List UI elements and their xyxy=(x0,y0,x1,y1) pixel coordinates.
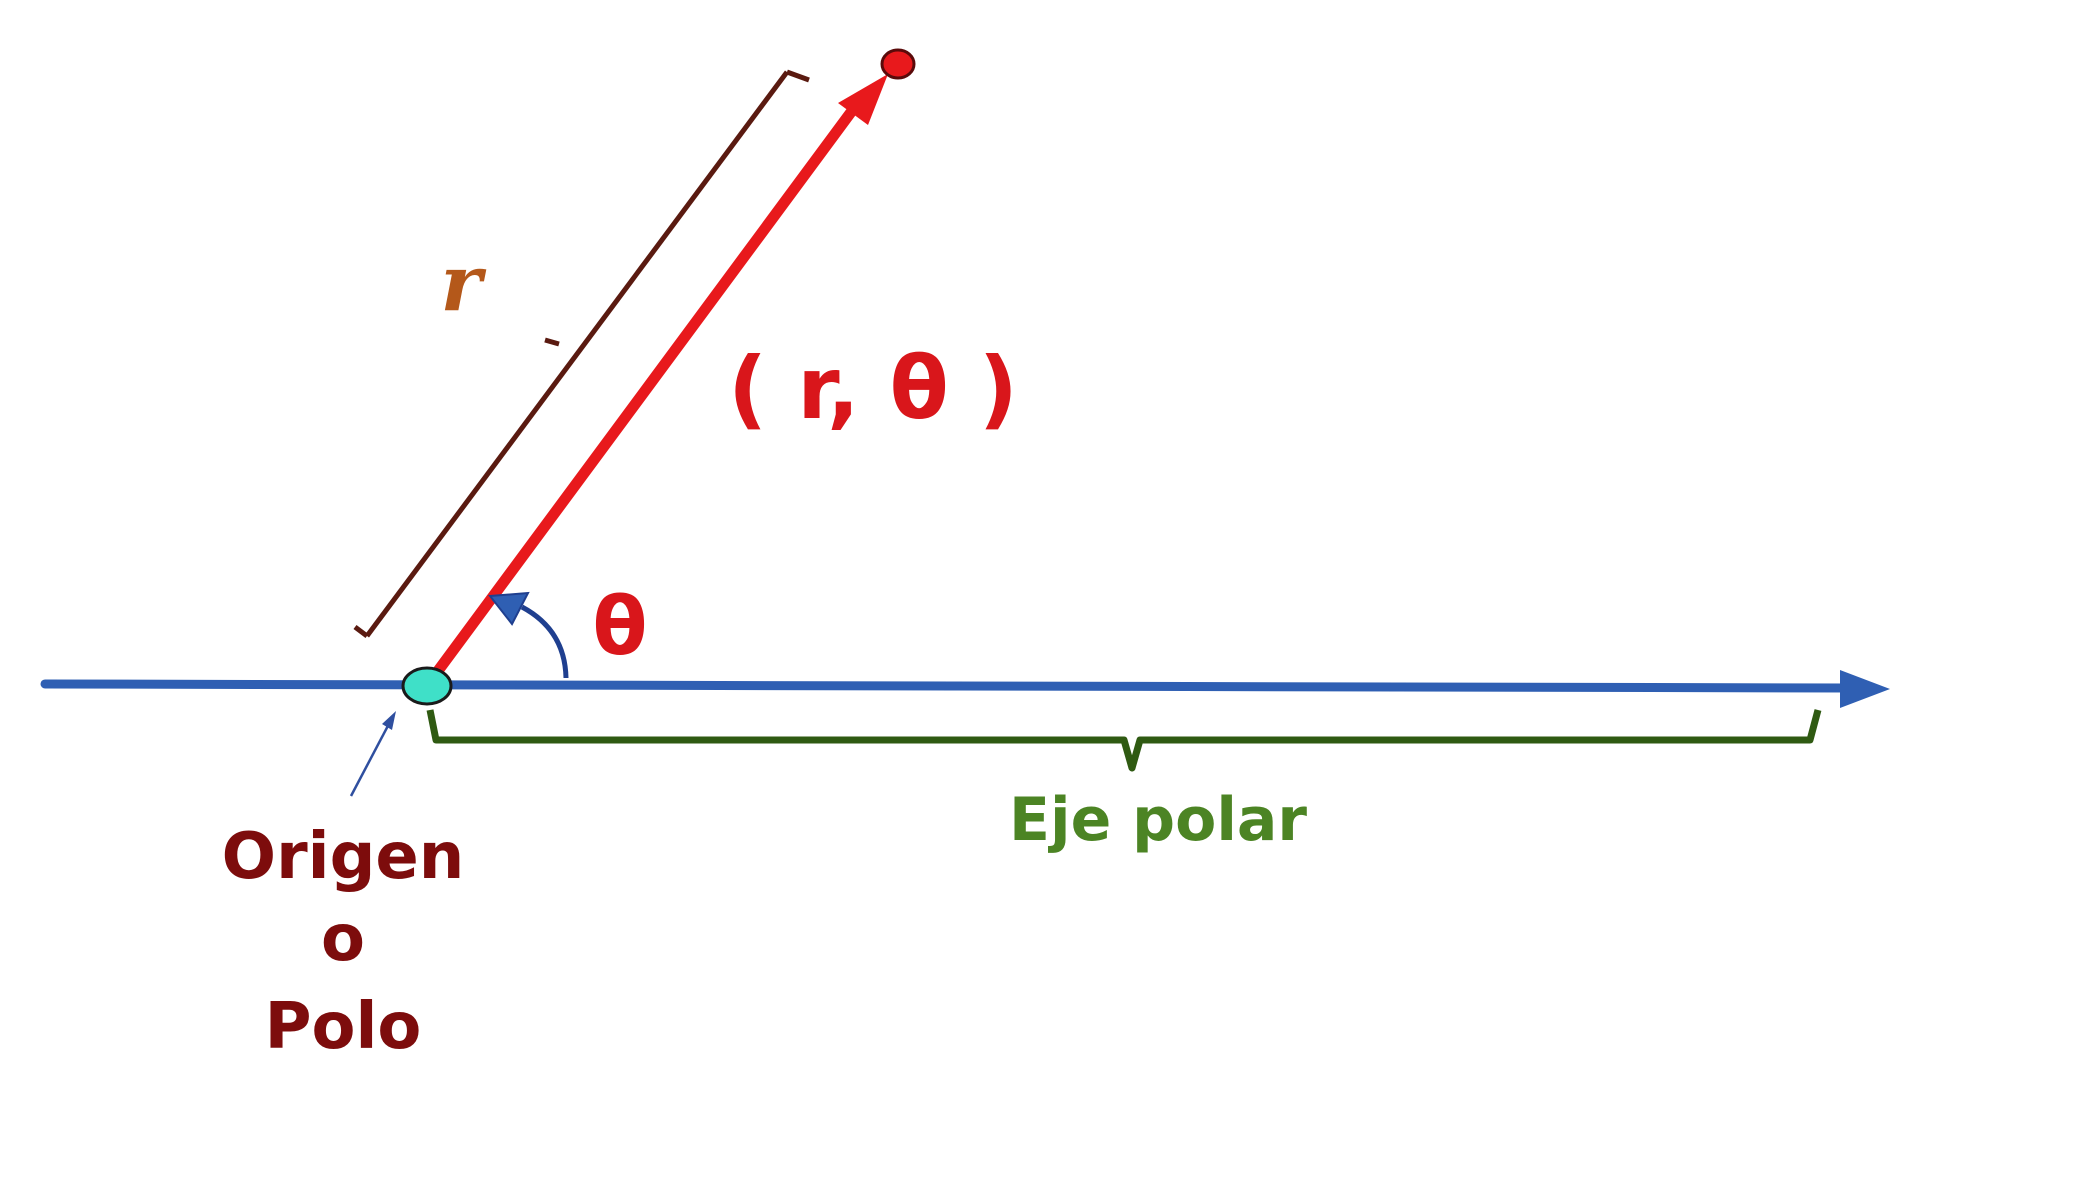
polar-axis-arrowhead xyxy=(1840,670,1890,708)
polar-axis-line xyxy=(40,679,1855,693)
origin-pointer-arrowhead xyxy=(382,711,396,730)
radius-vector-arrowhead xyxy=(838,74,888,125)
radius-label: r xyxy=(440,238,486,329)
polar-axis-brace xyxy=(426,709,1822,772)
radius-vector-line xyxy=(423,94,866,689)
polar-axis-label: Eje polar xyxy=(1009,785,1307,855)
point-label: ( r, θ ) xyxy=(728,339,1018,439)
origin-label-line1: Origen xyxy=(222,820,465,894)
angle-label: θ xyxy=(593,580,648,673)
origin-dot xyxy=(401,666,453,706)
angle-arc xyxy=(520,604,569,679)
origin-pointer-line xyxy=(349,719,393,797)
angle-arc-arrowhead xyxy=(488,591,530,626)
origin-label-line3: Polo xyxy=(265,990,422,1064)
radius-bracket xyxy=(353,69,810,638)
point-marker xyxy=(880,48,916,80)
origin-label-line2: o xyxy=(321,902,365,976)
